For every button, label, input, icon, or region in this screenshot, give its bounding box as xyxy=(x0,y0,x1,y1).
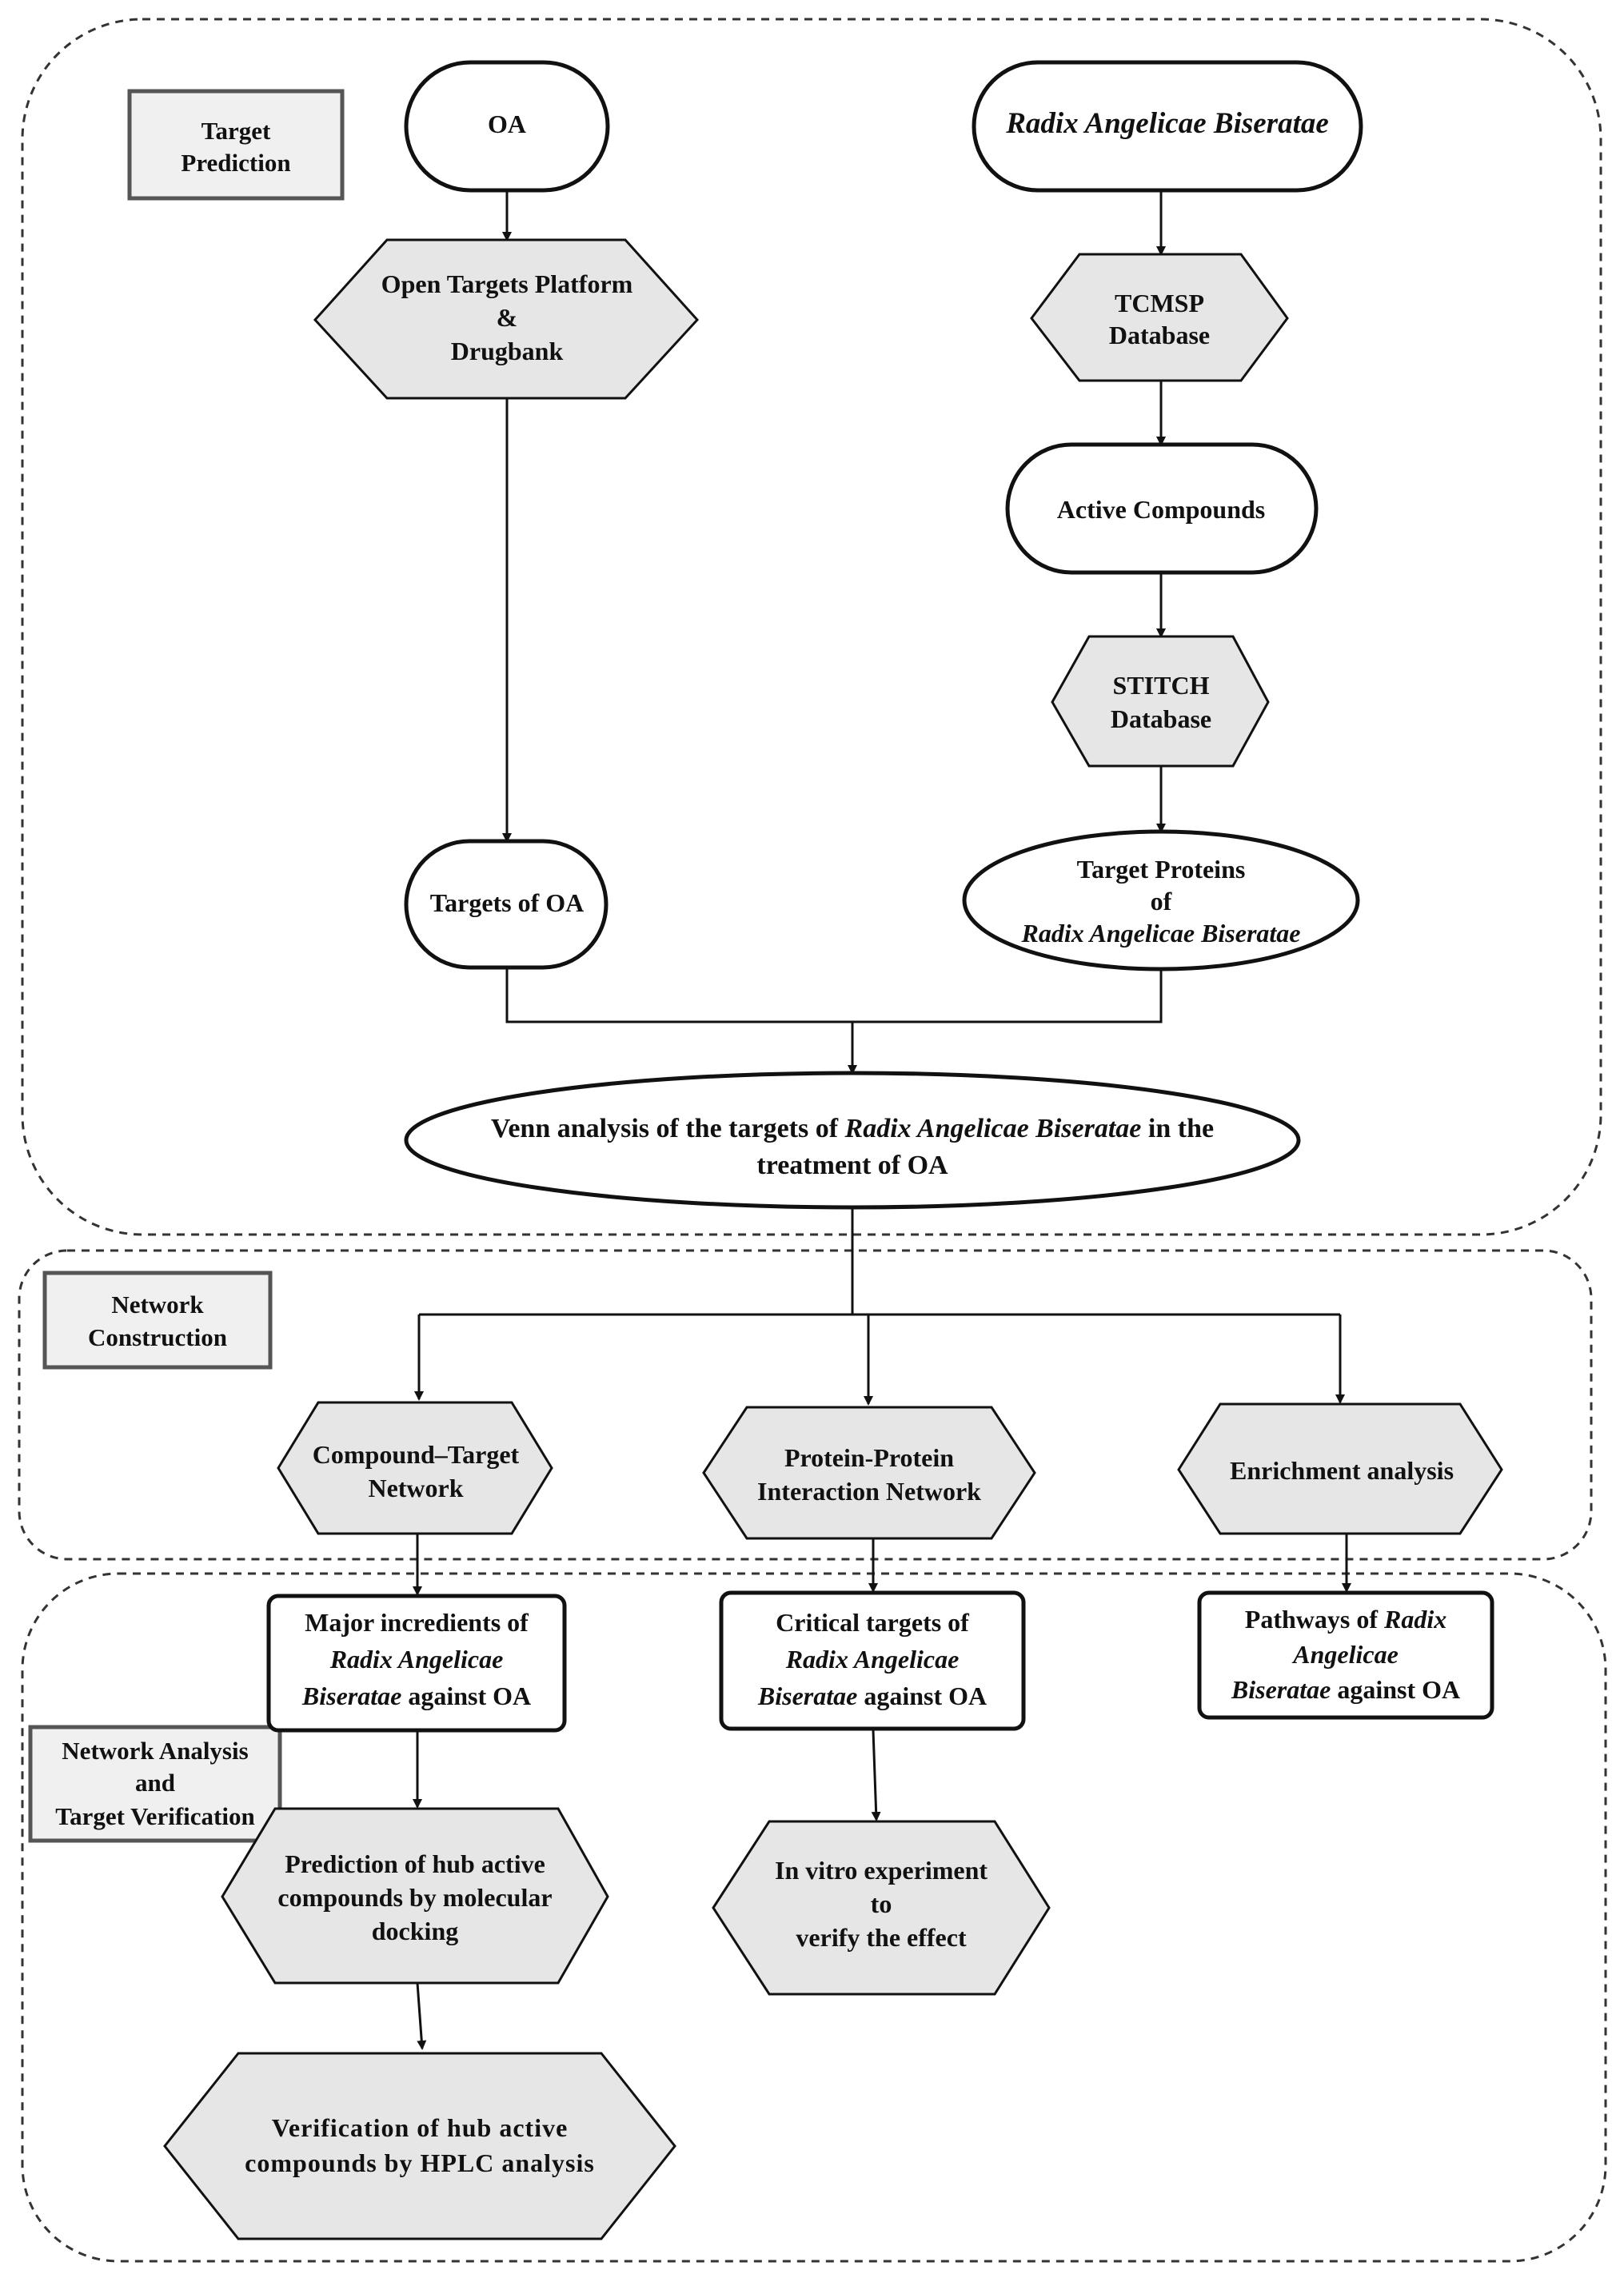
node-active-compounds-text: Active Compounds xyxy=(1057,495,1265,524)
node-enrichment: Enrichment analysis xyxy=(1177,1402,1503,1535)
node-compound-target-line1: Compound–Target xyxy=(313,1440,520,1469)
node-hplc-line2: compounds by HPLC analysis xyxy=(245,2148,595,2177)
node-in-vitro: In vitro experiment to verify the effect xyxy=(712,1820,1051,1996)
node-hplc: Verification of hub active compounds by … xyxy=(163,2052,676,2240)
node-targets-oa-text: Targets of OA xyxy=(430,888,585,917)
node-ppi: Protein-Protein Interaction Network xyxy=(702,1406,1036,1540)
node-target-proteins: Target Proteins of Radix Angelicae Biser… xyxy=(962,829,1360,971)
node-major-ingredients-line2: Radix Angelicae xyxy=(329,1645,504,1674)
node-major-ingredients-line1: Major incredients of xyxy=(305,1608,529,1637)
node-target-proteins-line1: Target Proteins xyxy=(1077,855,1246,884)
node-pathways: Pathways of Radix Angelicae Biseratae ag… xyxy=(1197,1590,1494,1720)
node-oa: OA xyxy=(404,60,610,193)
node-critical-targets-line3: Biseratae against OA xyxy=(757,1682,987,1710)
node-tcmsp: TCMSP Database xyxy=(1030,253,1289,382)
label-network-analysis-line2: and xyxy=(135,1769,175,1797)
node-major-ingredients: Major incredients of Radix Angelicae Bis… xyxy=(266,1594,567,1733)
node-hub-prediction-line3: docking xyxy=(372,1917,458,1945)
node-venn: Venn analysis of the targets of Radix An… xyxy=(404,1071,1301,1210)
connectors xyxy=(413,190,1351,2050)
label-network-construction: Network Construction xyxy=(42,1271,273,1370)
node-tcmsp-line1: TCMSP xyxy=(1115,289,1204,317)
section-network-construction xyxy=(18,1249,1593,1561)
node-major-ingredients-line3: Biseratae against OA xyxy=(301,1682,531,1710)
node-hub-prediction: Prediction of hub active compounds by mo… xyxy=(221,1807,609,1985)
node-pathways-line3: Biseratae against OA xyxy=(1231,1675,1460,1704)
node-stitch-line1: STITCH xyxy=(1113,671,1210,700)
node-target-proteins-line3: Radix Angelicae Biseratae xyxy=(1020,919,1300,948)
label-network-construction-line1: Network xyxy=(111,1291,204,1319)
node-compound-target: Compound–Target Network xyxy=(277,1401,553,1535)
node-pathways-line2: Angelicae xyxy=(1291,1640,1399,1669)
node-critical-targets: Critical targets of Radix Angelicae Bise… xyxy=(719,1590,1026,1731)
node-radix: Radix Angelicae Biseratae xyxy=(972,60,1363,193)
node-enrichment-text: Enrichment analysis xyxy=(1230,1456,1454,1485)
node-open-targets-line1: Open Targets Platform xyxy=(381,269,633,298)
node-venn-line1: Venn analysis of the targets of Radix An… xyxy=(491,1114,1214,1143)
node-tcmsp-line2: Database xyxy=(1109,321,1210,349)
node-target-proteins-line2: of xyxy=(1151,887,1172,916)
node-critical-targets-line2: Radix Angelicae xyxy=(785,1645,960,1674)
label-target-prediction-line1: Target xyxy=(202,117,271,145)
node-hub-prediction-line1: Prediction of hub active xyxy=(285,1849,545,1878)
node-open-targets: Open Targets Platform & Drugbank xyxy=(313,238,700,400)
node-hub-prediction-line2: compounds by molecular xyxy=(277,1883,552,1912)
node-oa-text: OA xyxy=(488,110,526,138)
section-target-prediction xyxy=(21,18,1602,1236)
label-network-analysis-line1: Network Analysis xyxy=(62,1737,248,1765)
label-target-prediction: Target Prediction xyxy=(127,89,345,201)
node-in-vitro-line1: In vitro experiment xyxy=(775,1856,988,1885)
label-network-analysis-line3: Target Verification xyxy=(55,1802,254,1830)
node-pathways-line1: Pathways of Radix xyxy=(1245,1605,1446,1634)
node-compound-target-line2: Network xyxy=(368,1474,463,1502)
node-critical-targets-line1: Critical targets of xyxy=(776,1608,969,1637)
label-network-analysis: Network Analysis and Target Verification xyxy=(28,1725,282,1843)
node-venn-line2: treatment of OA xyxy=(756,1151,948,1180)
node-hplc-line1: Verification of hub active xyxy=(272,2113,569,2142)
node-in-vitro-line3: verify the effect xyxy=(796,1923,967,1952)
node-ppi-line1: Protein-Protein xyxy=(784,1443,954,1472)
node-open-targets-line2: & xyxy=(497,303,518,332)
label-target-prediction-line2: Prediction xyxy=(181,149,290,177)
node-ppi-line2: Interaction Network xyxy=(757,1477,981,1506)
node-targets-oa: Targets of OA xyxy=(404,839,609,970)
node-stitch: STITCH Database xyxy=(1051,635,1270,768)
node-stitch-line2: Database xyxy=(1111,704,1211,733)
node-open-targets-line3: Drugbank xyxy=(451,337,564,365)
node-active-compounds: Active Compounds xyxy=(1005,442,1319,575)
node-radix-text: Radix Angelicae Biseratae xyxy=(1005,107,1329,140)
section-network-analysis xyxy=(21,1572,1607,2263)
node-in-vitro-line2: to xyxy=(871,1889,892,1918)
label-network-construction-line2: Construction xyxy=(88,1323,227,1351)
